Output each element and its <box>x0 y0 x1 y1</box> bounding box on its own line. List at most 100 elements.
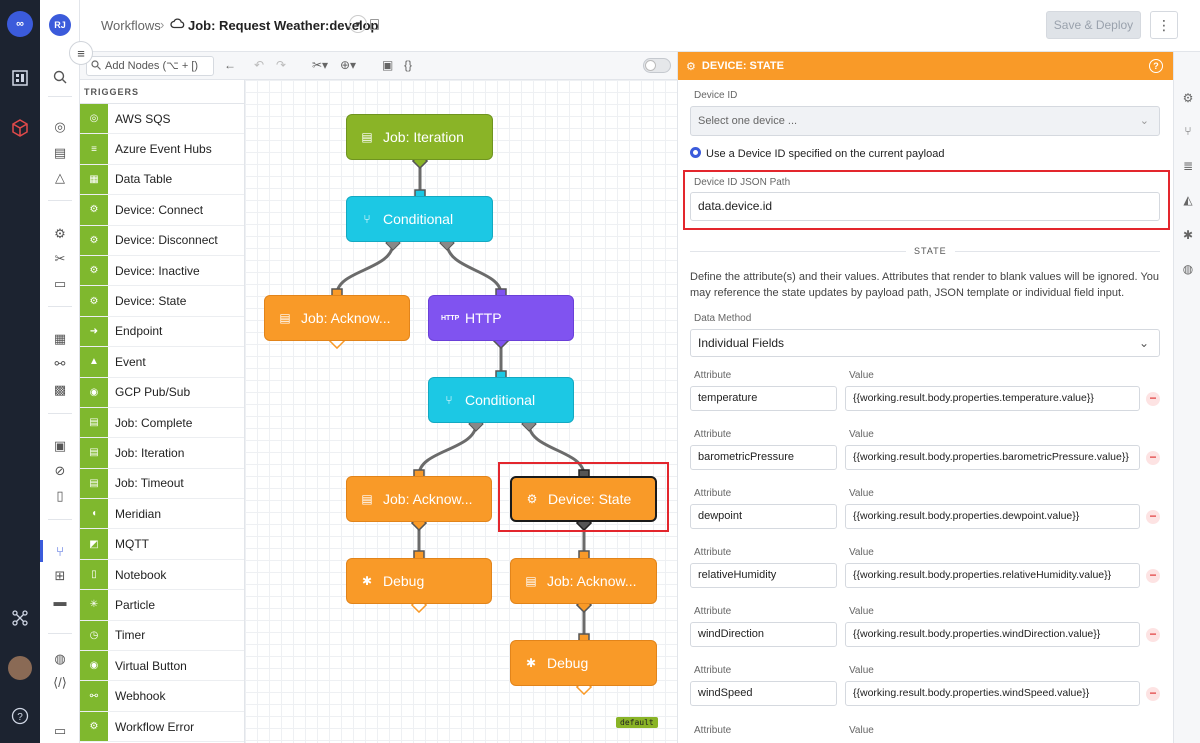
palette-item[interactable]: ◉GCP Pub/Sub <box>80 377 244 408</box>
more-options-button[interactable]: ⋮ <box>1150 11 1178 39</box>
collapse-arrow-icon[interactable]: ← <box>224 58 236 72</box>
relations-icon[interactable]: ⚯ <box>54 356 66 371</box>
node-conditional-1[interactable]: ⑂ Conditional <box>346 196 493 242</box>
search-icon[interactable] <box>51 68 69 86</box>
avatar[interactable] <box>8 656 32 680</box>
data-explorer-icon[interactable]: ▩ <box>53 382 67 397</box>
attribute-input[interactable]: windDirection <box>690 622 837 647</box>
notebook-icon[interactable]: ▯ <box>56 488 64 503</box>
remove-row-icon[interactable]: − <box>1146 510 1160 524</box>
data-method-select[interactable]: Individual Fields ⌄ <box>690 329 1160 357</box>
value-input[interactable]: {{working.result.body.properties.windDir… <box>845 622 1140 647</box>
workflow-canvas[interactable]: ▤ Job: Iteration ⑂ Conditional ▤ Job: Ac… <box>245 80 677 743</box>
copy-icon[interactable] <box>370 19 379 30</box>
palette-item[interactable]: ⚙Workflow Error <box>80 711 244 743</box>
palette-item[interactable]: ◖Meridian <box>80 499 244 530</box>
palette-item[interactable]: ▦Data Table <box>80 164 244 196</box>
palette-item[interactable]: ➜Endpoint <box>80 316 244 348</box>
zoom-icon[interactable]: ⊕▾ <box>340 58 357 72</box>
application-cube-icon[interactable] <box>6 114 34 142</box>
palette-item[interactable]: ▲Event <box>80 347 244 378</box>
node-job-iteration[interactable]: ▤ Job: Iteration <box>346 114 493 160</box>
dashboards-icon[interactable]: ▤ <box>53 145 67 160</box>
cut-icon[interactable]: ✂▾ <box>312 58 329 72</box>
help-icon[interactable]: ? <box>1149 59 1163 73</box>
files-icon[interactable]: ▬ <box>53 593 67 609</box>
remove-row-icon[interactable]: − <box>1146 569 1160 583</box>
node-device-state[interactable]: ⚙ Device: State <box>510 476 657 522</box>
attribute-input[interactable]: barometricPressure <box>690 445 837 470</box>
palette-item[interactable]: ⚙Device: Disconnect <box>80 225 244 256</box>
code-icon[interactable]: ⟨/⟩ <box>53 675 67 690</box>
palette-item[interactable]: ◷Timer <box>80 620 244 652</box>
node-conditional-2[interactable]: ⑂ Conditional <box>428 377 574 423</box>
palette-item[interactable]: ⚙Device: State <box>80 286 244 317</box>
attribute-input[interactable]: temperature <box>690 386 837 411</box>
node-debug-1[interactable]: ✱ Debug <box>346 558 492 604</box>
palette-item[interactable]: ◩MQTT <box>80 529 244 560</box>
help-icon[interactable]: ? <box>6 702 34 730</box>
value-input[interactable]: {{working.result.body.properties.relativ… <box>845 563 1140 588</box>
device-select[interactable]: Select one device ... ⌄ <box>690 106 1160 136</box>
add-comment-icon[interactable]: ▣ <box>382 58 394 72</box>
palette-item[interactable]: ▤Job: Iteration <box>80 438 244 469</box>
palette-item[interactable]: ⚙Device: Inactive <box>80 255 244 287</box>
remove-row-icon[interactable]: − <box>1146 687 1160 701</box>
node-job-acknowledge-3[interactable]: ▤ Job: Acknow... <box>510 558 657 604</box>
palette-item[interactable]: ⚙Device: Connect <box>80 195 244 226</box>
settings-sliders-icon[interactable]: ⊞ <box>54 568 66 583</box>
remove-row-icon[interactable]: − <box>1146 451 1160 465</box>
code-braces-icon[interactable]: {} <box>404 58 413 72</box>
data-tables-icon[interactable]: ▦ <box>53 331 67 346</box>
events-icon[interactable]: △ <box>55 170 65 185</box>
palette-item[interactable]: ▤Job: Timeout <box>80 468 244 500</box>
gear-icon[interactable]: ⚙ <box>1182 91 1194 105</box>
integrations-icon[interactable] <box>6 604 34 632</box>
recipes-icon[interactable]: ✂ <box>54 251 66 266</box>
palette-item[interactable]: ◉Virtual Button <box>80 651 244 682</box>
bug-icon[interactable]: ✱ <box>1182 228 1194 242</box>
folder-icon[interactable]: ▭ <box>53 723 67 738</box>
globe-icon[interactable]: ◍ <box>1182 262 1194 276</box>
value-input[interactable]: {{working.result.body.properties.baromet… <box>845 445 1140 470</box>
node-http[interactable]: HTTP HTTP <box>428 295 574 341</box>
attribute-input[interactable]: relativeHumidity <box>690 563 837 588</box>
value-input[interactable]: {{working.result.body.properties.dewpoin… <box>845 504 1140 529</box>
node-debug-2[interactable]: ✱ Debug <box>510 640 657 686</box>
attribute-input[interactable]: windSpeed <box>690 681 837 706</box>
save-deploy-button[interactable]: Save & Deploy <box>1046 11 1141 39</box>
palette-item[interactable]: ▯Notebook <box>80 559 244 591</box>
compass-icon[interactable]: ⊘ <box>54 463 66 478</box>
hamburger-menu-icon[interactable]: ≡ <box>69 41 93 65</box>
workflows-icon[interactable]: ⑂ <box>56 543 64 559</box>
palette-item[interactable]: ✳Particle <box>80 590 244 621</box>
value-input[interactable]: {{working.result.body.properties.windSpe… <box>845 681 1140 706</box>
losant-logo-icon[interactable]: ∞ <box>7 11 33 37</box>
undo-icon[interactable]: ↶ <box>254 58 265 72</box>
chevron-down-icon[interactable]: ▼ <box>349 15 367 33</box>
node-job-acknowledge-2[interactable]: ▤ Job: Acknow... <box>346 476 492 522</box>
remove-row-icon[interactable]: − <box>1146 392 1160 406</box>
palette-item[interactable]: ≡Azure Event Hubs <box>80 134 244 165</box>
value-input[interactable]: {{working.result.body.properties.tempera… <box>845 386 1140 411</box>
dashboard-icon[interactable] <box>6 64 34 92</box>
redo-icon[interactable]: ↷ <box>276 58 287 72</box>
git-branch-icon[interactable]: ⑂ <box>1184 124 1192 138</box>
devices-icon[interactable]: ⚙ <box>54 226 66 241</box>
database-icon[interactable]: ≣ <box>1182 159 1194 173</box>
globe-icon[interactable]: ◍ <box>54 651 66 666</box>
node-job-acknowledge-1[interactable]: ▤ Job: Acknow... <box>264 295 410 341</box>
remove-row-icon[interactable]: − <box>1146 628 1160 642</box>
payload-radio[interactable] <box>690 147 701 158</box>
palette-item[interactable]: ◎AWS SQS <box>80 104 244 135</box>
palette-item[interactable]: ⚯Webhook <box>80 681 244 712</box>
overview-icon[interactable]: ◎ <box>54 119 66 134</box>
add-nodes-search-input[interactable]: Add Nodes (⌥ + [) <box>86 56 214 76</box>
attribute-input[interactable]: dewpoint <box>690 504 837 529</box>
keys-icon[interactable]: ▭ <box>53 276 67 291</box>
breadcrumb-workflows[interactable]: Workflows <box>101 18 161 33</box>
json-path-input[interactable]: data.device.id <box>690 192 1160 221</box>
user-initials-badge[interactable]: RJ <box>49 14 71 36</box>
chart-icon[interactable]: ◭ <box>1183 193 1193 207</box>
palette-item[interactable]: ▤Job: Complete <box>80 407 244 439</box>
